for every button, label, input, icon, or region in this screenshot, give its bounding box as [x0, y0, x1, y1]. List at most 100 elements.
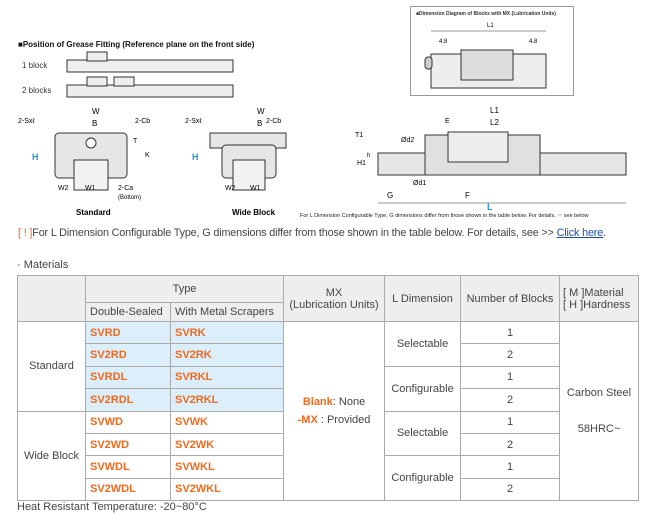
blocks-cell: 2	[460, 343, 561, 367]
metal-scraper-code[interactable]: SVWK	[169, 410, 285, 434]
mx-header: MX(Lubrication Units)	[283, 275, 386, 322]
blocks-cell: 1	[460, 455, 561, 479]
double-sealed-code[interactable]: SVWD	[85, 410, 171, 434]
materials-label: · Materials	[17, 259, 69, 271]
svg-text:T: T	[133, 138, 138, 145]
metal-scraper-code[interactable]: SVWKL	[169, 455, 285, 479]
blocks-cell: 2	[460, 477, 561, 502]
svg-text:E: E	[445, 118, 450, 125]
standard-section: W B 2-Sxℓ 2-Cb H T K W2 W1 2-Ca (Bottom)…	[18, 107, 150, 217]
two-blocks-label: 2 blocks	[22, 86, 52, 95]
svg-text:L2: L2	[490, 118, 499, 127]
metal-scraper-code[interactable]: SV2RKL	[169, 388, 285, 412]
svg-text:H: H	[192, 152, 199, 162]
mx-cell: Blank: None-MX : Provided	[283, 320, 386, 502]
material-header: [ M ]Material[ H ]Hardness	[559, 275, 640, 322]
svg-text:2-Sxℓ: 2-Sxℓ	[18, 118, 35, 125]
cross-section-diagrams: W B 2-Sxℓ 2-Cb H T K W2 W1 2-Ca (Bottom)…	[18, 107, 287, 217]
svg-text:L1: L1	[490, 106, 499, 115]
blocks-header: Number of Blocks	[460, 275, 561, 322]
heat-resistant-temperature: Heat Resistant Temperature: -20~80°C	[17, 501, 207, 513]
double-sealed-code[interactable]: SVRD	[85, 320, 171, 345]
double-sealed-code[interactable]: SVRDL	[85, 365, 171, 390]
config-note: [ ! ]For L Dimension Configurable Type, …	[18, 227, 606, 239]
grease-title: ■Position of Grease Fitting (Reference p…	[18, 40, 255, 49]
svg-text:B: B	[257, 119, 262, 128]
svg-text:W2: W2	[225, 185, 236, 192]
materials-table: Type MX(Lubrication Units) L Dimension N…	[17, 275, 640, 502]
diagram-footnote: For L Dimension Configurable Type, G dim…	[300, 213, 589, 219]
svg-text:h: h	[367, 153, 370, 159]
svg-text:2-Cb: 2-Cb	[135, 118, 150, 125]
svg-text:W: W	[257, 107, 265, 116]
svg-text:H1: H1	[357, 160, 366, 167]
svg-text:2-Ca: 2-Ca	[118, 185, 133, 192]
group-label: Wide Block	[17, 410, 86, 502]
l-dimension-cell: Selectable	[384, 410, 462, 457]
metal-scrapers-header: With Metal Scrapers	[169, 302, 285, 322]
double-sealed-code[interactable]: SV2WDL	[85, 477, 171, 502]
blocks-cell: 1	[460, 410, 561, 434]
blocks-cell: 2	[460, 432, 561, 457]
wide-block-section: W B 2-Sxℓ 2-Cb H W2 W1 Wide Block	[185, 107, 287, 217]
mx-diagram-title: ■Dimension Diagram of Blocks with MX (Lu…	[416, 11, 556, 17]
side-view-diagram: L1 L2 E T1 Ød2 H1 h Ød1 G F L	[355, 106, 627, 212]
mx-diagram-box: ■Dimension Diagram of Blocks with MX (Lu…	[410, 6, 574, 96]
click-here-link[interactable]: Click here	[556, 227, 604, 239]
one-block-label: 1 block	[22, 61, 48, 70]
svg-text:Standard: Standard	[76, 208, 111, 217]
mx-4.8-right: 4.8	[529, 39, 538, 45]
svg-text:B: B	[92, 119, 97, 128]
svg-text:K: K	[145, 152, 150, 159]
svg-text:W1: W1	[250, 185, 261, 192]
metal-scraper-code[interactable]: SV2WKL	[169, 477, 285, 502]
corner-header	[17, 275, 86, 322]
svg-text:W1: W1	[85, 185, 96, 192]
svg-text:Ød2: Ød2	[401, 137, 414, 144]
l-dimension-cell: Configurable	[384, 455, 462, 502]
grease-diagram	[66, 51, 234, 98]
svg-text:G: G	[387, 191, 393, 200]
metal-scraper-code[interactable]: SVRK	[169, 320, 285, 345]
type-header: Type	[84, 275, 285, 303]
mx-l1-label: L1	[487, 23, 494, 29]
metal-scraper-code[interactable]: SVRKL	[169, 365, 285, 390]
mx-4.8-left: 4.8	[439, 39, 448, 45]
svg-text:2-Sxℓ: 2-Sxℓ	[185, 118, 202, 125]
svg-text:L: L	[487, 202, 493, 212]
svg-text:2-Cb: 2-Cb	[266, 118, 281, 125]
blocks-cell: 1	[460, 320, 561, 345]
svg-text:Wide Block: Wide Block	[232, 208, 276, 217]
svg-text:T1: T1	[355, 132, 363, 139]
double-sealed-code[interactable]: SV2WD	[85, 432, 171, 457]
double-sealed-code[interactable]: SV2RDL	[85, 388, 171, 412]
double-sealed-code[interactable]: SVWDL	[85, 455, 171, 479]
svg-text:W2: W2	[58, 185, 69, 192]
group-label: Standard	[17, 321, 86, 412]
l-dimension-header: L Dimension	[384, 275, 462, 322]
svg-text:H: H	[32, 152, 39, 162]
metal-scraper-code[interactable]: SV2WK	[169, 432, 285, 457]
double-sealed-header: Double-Sealed	[85, 302, 171, 322]
svg-text:F: F	[465, 191, 470, 200]
note-text: For L Dimension Configurable Type, G dim…	[32, 227, 557, 239]
note-bracket: [ ! ]	[18, 227, 33, 239]
svg-text:(Bottom): (Bottom)	[118, 195, 141, 201]
metal-scraper-code[interactable]: SV2RK	[169, 343, 285, 367]
double-sealed-code[interactable]: SV2RD	[85, 343, 171, 367]
blocks-cell: 2	[460, 388, 561, 412]
blocks-cell: 1	[460, 365, 561, 390]
svg-text:W: W	[92, 107, 100, 116]
l-dimension-cell: Configurable	[384, 365, 462, 412]
l-dimension-cell: Selectable	[384, 321, 462, 367]
svg-text:Ød1: Ød1	[413, 180, 426, 187]
